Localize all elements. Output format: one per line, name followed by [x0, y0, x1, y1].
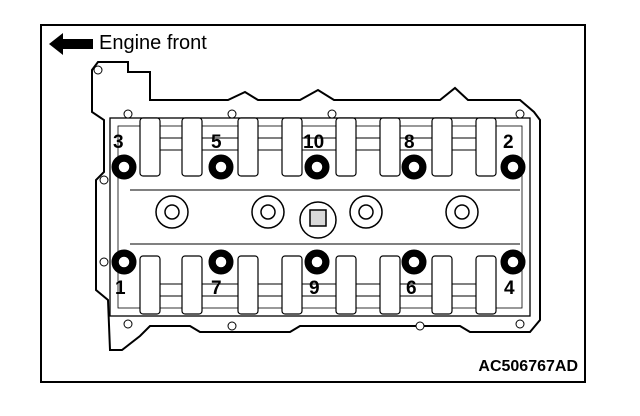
inner-rail-2 — [117, 125, 523, 309]
bolt-number-2: 2 — [503, 132, 514, 153]
bolt-6 — [401, 249, 427, 275]
cam-caps-bottom — [139, 255, 497, 315]
cam-caps-top — [139, 117, 497, 177]
bolt-10 — [304, 154, 330, 180]
bolt-3 — [111, 154, 137, 180]
bolt-number-5: 5 — [211, 132, 222, 153]
center-sensor — [299, 201, 337, 239]
figure-code: AC506767AD — [478, 358, 578, 375]
bolt-9 — [304, 249, 330, 275]
bolt-number-8: 8 — [404, 132, 415, 153]
inner-rail — [109, 117, 531, 317]
engine-front-indicator: Engine front — [49, 32, 207, 55]
spark-plug-wells — [155, 195, 479, 229]
center-web — [130, 189, 520, 245]
bolt-7 — [208, 249, 234, 275]
bolt-8 — [401, 154, 427, 180]
engine-front-label: Engine front — [99, 32, 207, 54]
bolt-number-6: 6 — [406, 278, 417, 299]
left-arrow-icon — [49, 32, 93, 55]
bolt-number-7: 7 — [211, 278, 222, 299]
bolt-number-10: 10 — [303, 132, 325, 153]
bolt-2 — [500, 154, 526, 180]
bolt-5 — [208, 154, 234, 180]
bolt-number-4: 4 — [504, 278, 515, 299]
bolt-4 — [500, 249, 526, 275]
bolt-1 — [111, 249, 137, 275]
rim-bosses — [93, 65, 525, 331]
bolt-number-3: 3 — [113, 132, 124, 153]
bolt-number-1: 1 — [115, 278, 126, 299]
valve-details — [160, 137, 476, 297]
bolt-number-9: 9 — [309, 278, 320, 299]
